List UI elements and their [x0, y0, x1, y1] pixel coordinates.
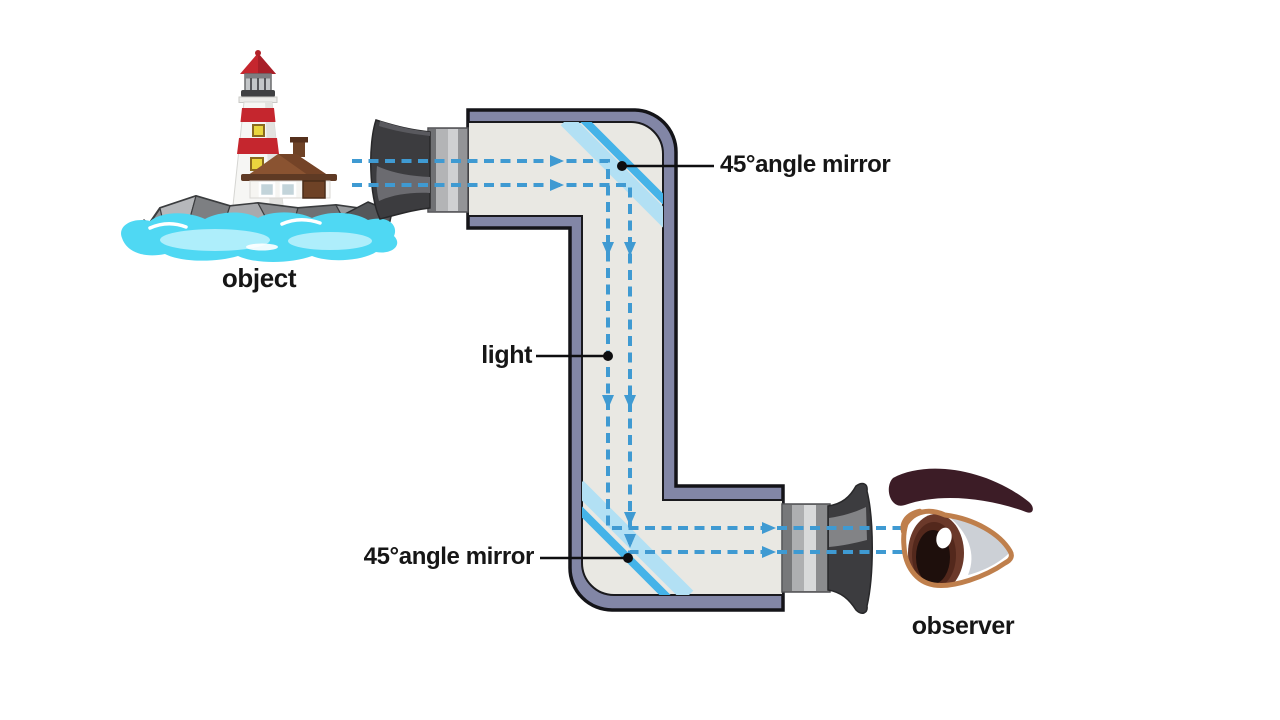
label-bottom-mirror: 45°angle mirror [363, 543, 535, 570]
water [121, 212, 398, 262]
leader-dots [603, 161, 633, 563]
human-eye-illustration [888, 468, 1033, 588]
eye-outline [901, 508, 1014, 588]
label-light: light [481, 341, 532, 369]
eyepiece-cup [827, 482, 873, 614]
label-observer: observer [911, 612, 1015, 640]
label-object: object [221, 263, 297, 293]
eyebrow [888, 468, 1033, 513]
periscope-interior [467, 121, 784, 596]
objective-lens-assembly [370, 119, 469, 220]
eye-highlight [936, 527, 952, 549]
eye-shadow [948, 516, 1010, 575]
keeper-house [241, 137, 337, 199]
periscope-body [466, 108, 785, 612]
ray-arrowheads [550, 155, 776, 558]
label-top-mirror: 45°angle mirror [720, 151, 891, 178]
eyepiece-assembly [781, 482, 873, 614]
leader-lines [536, 164, 714, 560]
eyelid-curl [900, 508, 923, 537]
lighthouse-island-illustration [121, 50, 398, 262]
